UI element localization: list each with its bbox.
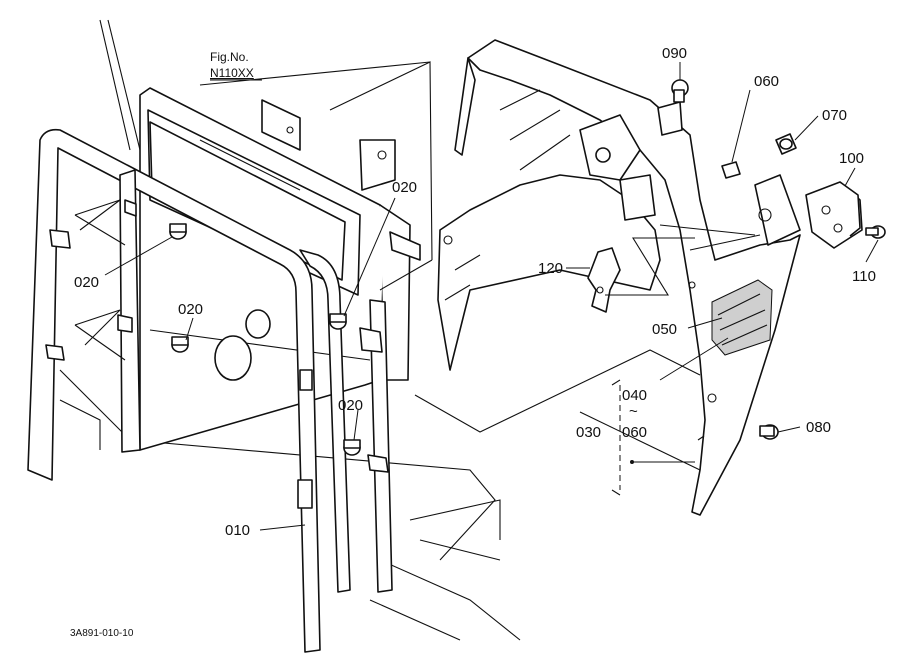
callout-010: 010: [225, 522, 250, 539]
leader-lines: [104, 62, 879, 531]
callout-060-top: 060: [754, 73, 779, 90]
bolt-080: [759, 424, 779, 440]
bolts-020: [169, 223, 361, 456]
callout-070: 070: [822, 107, 847, 124]
callout-090: 090: [662, 45, 687, 62]
callout-030-dot: [630, 460, 634, 464]
callout-030: 030: [576, 424, 601, 441]
rops-clip: [297, 479, 313, 509]
side-cover-030: [437, 39, 801, 516]
callout-050: 050: [652, 321, 677, 338]
bolt-020-c: [329, 313, 347, 330]
callout-080: 080: [806, 419, 831, 436]
grommet-090-seat: [657, 101, 683, 136]
rops-frame-010: [27, 128, 393, 653]
callout-100: 100: [839, 150, 864, 167]
fig-number: N110XX: [210, 66, 254, 80]
drawing-code: 3A891-010-10: [70, 628, 134, 639]
bolt-090: [671, 79, 689, 103]
bolt-020-b: [171, 336, 189, 353]
machine-body: [59, 19, 521, 641]
callout-060-range: 060: [622, 424, 647, 441]
callout-020-top: 020: [392, 179, 417, 196]
bracket-120: [587, 247, 621, 313]
callout-020-mid: 020: [178, 301, 203, 318]
dial-hole: [214, 335, 252, 381]
gauge-hole: [245, 309, 271, 339]
callout-range-tilde: ~: [629, 403, 638, 420]
callout-020-left: 020: [74, 274, 99, 291]
callout-040: 040: [622, 387, 647, 404]
dashboard-panel: [139, 87, 421, 451]
bolt-110: [865, 225, 886, 239]
bracket-plate: [261, 99, 301, 151]
mount-block-100: [805, 181, 863, 249]
grommet-070: [775, 133, 797, 155]
callout-020-lower: 020: [338, 397, 363, 414]
reference-lines: [74, 61, 761, 496]
clip-060: [721, 161, 741, 179]
bolt-020-a: [169, 223, 187, 240]
reflector-050: [711, 279, 773, 356]
callout-120: 120: [538, 260, 563, 277]
fig-label: Fig.No.: [210, 50, 249, 64]
bolt-020-d: [343, 439, 361, 456]
callout-110: 110: [852, 268, 876, 285]
